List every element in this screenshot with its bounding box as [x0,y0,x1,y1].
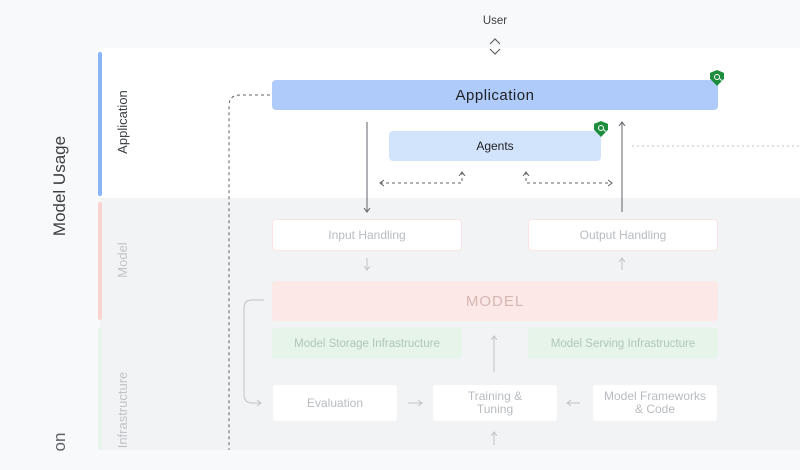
model-layer-bar [98,202,102,320]
application-layer-bar [98,52,102,196]
user-label: User [482,15,508,27]
shield-search-icon [594,121,608,137]
chevron-down-icon [489,48,501,55]
agents-box[interactable]: Agents [389,131,601,161]
model-box[interactable]: MODEL [272,281,718,321]
training-tuning-box[interactable]: Training & Tuning [432,384,558,422]
model-serving-box[interactable]: Model Serving Infrastructure [528,328,718,359]
output-handling-box[interactable]: Output Handling [528,219,718,251]
application-box[interactable]: Application [272,80,718,110]
chevron-up-icon [489,38,501,45]
input-handling-box[interactable]: Input Handling [272,219,462,251]
model-storage-box[interactable]: Model Storage Infrastructure [272,328,462,359]
dashed-loop-line [228,94,270,450]
shield-search-icon [710,70,724,86]
evaluation-box[interactable]: Evaluation [272,384,398,422]
connector-lines [228,38,800,450]
model-frameworks-box[interactable]: Model Frameworks & Code [592,384,718,422]
infrastructure-layer-bar [98,328,102,450]
